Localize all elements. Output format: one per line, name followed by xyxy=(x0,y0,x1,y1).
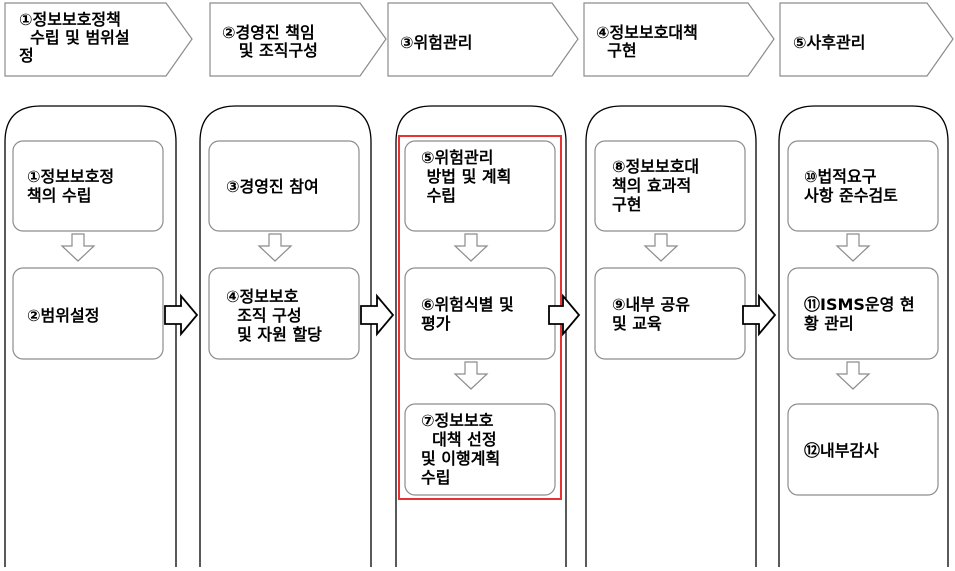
step-1-label: ①정보보호정 책의 수립 xyxy=(27,167,115,205)
phase-4-header: ④정보보호대책 구현 xyxy=(596,23,698,60)
step-5-label: ⑤위험관리 방법 및 계획 수립 xyxy=(421,148,512,205)
step-11-label: ⑪ISMS운영 현 황 관리 xyxy=(804,295,915,333)
down-arrow-11-12 xyxy=(835,361,871,390)
step-8-box xyxy=(594,140,746,232)
down-arrow-6-7 xyxy=(453,361,489,390)
step-1-box xyxy=(12,140,164,232)
step-12-box xyxy=(787,403,939,496)
down-arrow-10-11 xyxy=(835,233,871,262)
down-arrow-1-2 xyxy=(60,233,96,262)
down-arrow-8-9 xyxy=(643,233,679,262)
phase-5-header: ⑤사후관리 xyxy=(793,33,866,52)
step-7-box xyxy=(404,403,556,496)
step-7-label: ⑦정보보호 대책 선정 및 이행계획 수립 xyxy=(421,411,501,487)
phase-3-header-shape xyxy=(387,2,579,77)
down-arrow-5-6 xyxy=(453,233,489,262)
phase-2-header-shape xyxy=(209,2,387,77)
phase-4-header-shape xyxy=(583,2,775,77)
step-11-box xyxy=(787,267,939,360)
step-10-label: ⑩법적요구 사항 준수검토 xyxy=(804,167,898,205)
right-arrow-phase-4-5 xyxy=(742,293,777,337)
phase-1-header: ①정보보호정책 수립 및 범위설 정 xyxy=(19,10,130,65)
phase-2-header: ②경영진 책임 및 조직구성 xyxy=(222,23,318,60)
right-arrow-phase-3-4 xyxy=(548,293,581,337)
step-12-label: ⑫내부감사 xyxy=(804,441,879,460)
right-arrow-phase-2-3 xyxy=(360,293,395,337)
step-4-label: ④정보보호 조직 구성 및 자원 할당 xyxy=(226,287,322,344)
step-9-label: ⑨내부 공유 및 교육 xyxy=(612,295,690,333)
step-3-box xyxy=(208,140,360,232)
step-6-label: ⑥위험식별 및 평가 xyxy=(421,295,514,333)
step-2-box xyxy=(12,267,164,360)
phase-5-header-shape xyxy=(779,2,954,77)
phase-1-header-shape xyxy=(4,2,193,77)
down-arrow-3-4 xyxy=(257,233,293,262)
phase-3-header: ③위험관리 xyxy=(400,33,473,52)
step-8-label: ⑧정보보호대 책의 효과적 구현 xyxy=(612,157,700,214)
step-5-box xyxy=(404,140,556,232)
step-2-label: ②범위설정 xyxy=(27,306,100,325)
step-10-box xyxy=(787,140,939,232)
right-arrow-phase-1-2 xyxy=(164,293,199,337)
step-4-box xyxy=(208,267,360,360)
step-3-label: ③경영진 참여 xyxy=(226,177,319,196)
